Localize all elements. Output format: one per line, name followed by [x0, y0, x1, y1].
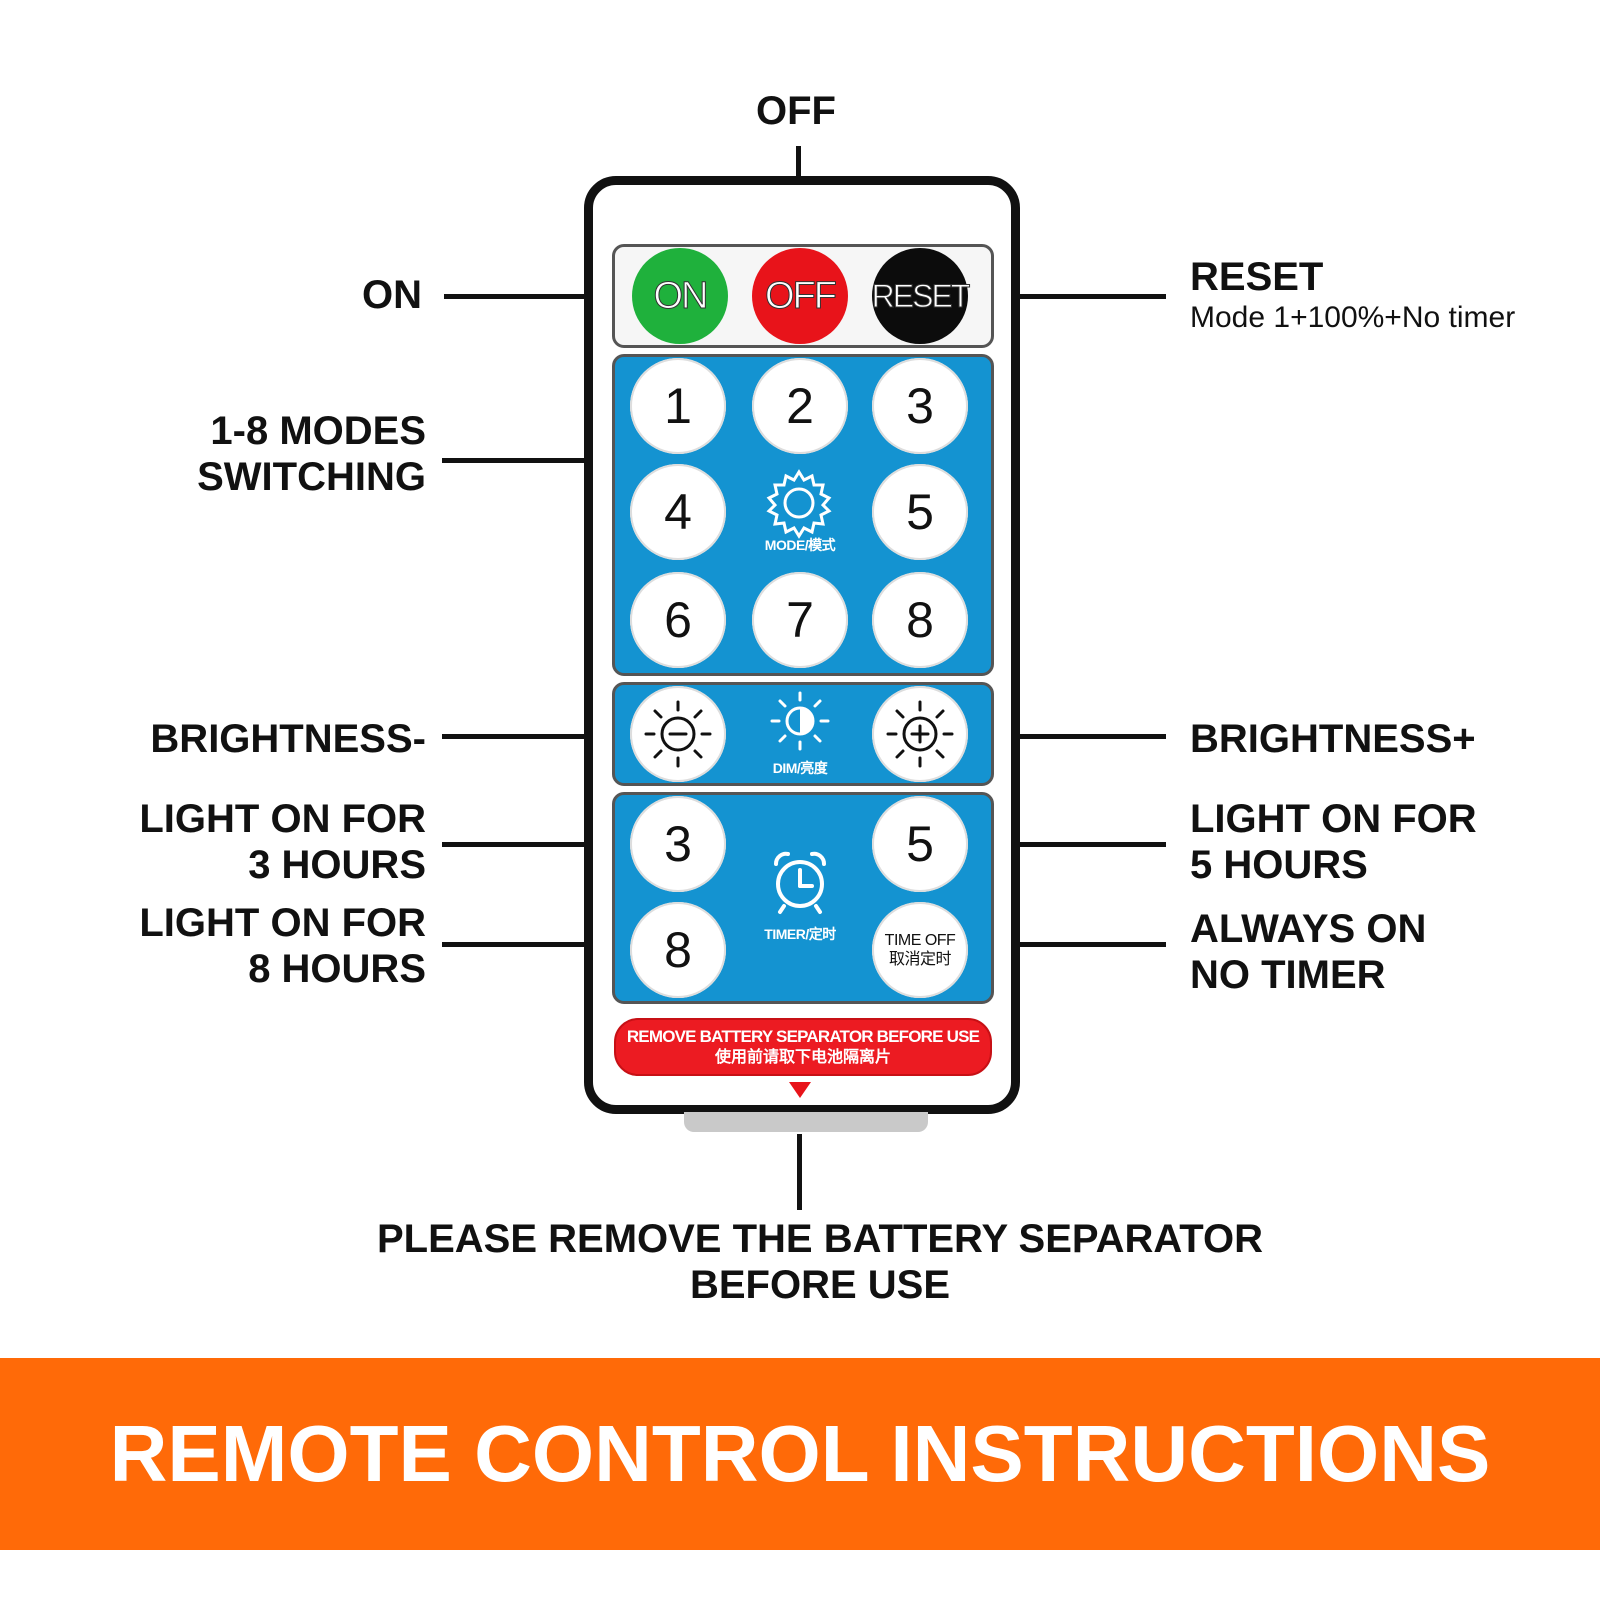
- time-off-line2: 取消定时: [888, 951, 952, 968]
- leader-separator: [797, 1134, 802, 1210]
- separator-line1: PLEASE REMOVE THE BATTERY SEPARATOR: [376, 1217, 1264, 1261]
- callout-brightness-plus: BRIGHTNESS+: [1190, 716, 1476, 762]
- callout-light8-line2: 8 HOURS: [248, 947, 426, 991]
- brightness-plus-button[interactable]: [872, 686, 968, 782]
- separator-line2: BEFORE USE: [689, 1263, 951, 1307]
- mode-button-6-label: 6: [664, 592, 692, 648]
- timer-8-button[interactable]: 8: [630, 902, 726, 998]
- timer-5-button[interactable]: 5: [872, 796, 968, 892]
- leader-light5: [990, 842, 1166, 847]
- leader-always-on: [990, 942, 1166, 947]
- time-off-button[interactable]: TIME OFF 取消定时: [872, 902, 968, 998]
- battery-warning-label: REMOVE BATTERY SEPARATOR BEFORE USE 使用前请…: [614, 1018, 992, 1076]
- leader-brightness-minus: [442, 734, 616, 739]
- callout-brightness-plus-text: BRIGHTNESS+: [1190, 717, 1476, 761]
- callout-light5-line2: 5 HOURS: [1190, 843, 1368, 887]
- off-button-label: OFF: [765, 274, 838, 317]
- gear-icon: [766, 469, 832, 539]
- mode-button-5-label: 5: [906, 484, 934, 540]
- timer-label: TIMER/定时: [764, 926, 836, 942]
- mode-label: MODE/模式: [764, 537, 836, 553]
- mode-button-2[interactable]: 2: [752, 358, 848, 454]
- callout-reset-title: RESET: [1190, 255, 1324, 299]
- dim-label: DIM/亮度: [772, 760, 828, 776]
- callout-always-line1: ALWAYS ON: [1190, 907, 1427, 951]
- sun-plus-icon: [886, 700, 954, 768]
- callout-light8: LIGHT ON FOR 8 HOURS: [139, 900, 426, 992]
- timer-3-button[interactable]: 3: [630, 796, 726, 892]
- callout-off-text: OFF: [756, 89, 836, 133]
- callout-brightness-minus: BRIGHTNESS-: [150, 716, 426, 762]
- mode-button-5[interactable]: 5: [872, 464, 968, 560]
- warning-line2: 使用前请取下电池隔离片: [714, 1049, 891, 1066]
- callout-light3-line2: 3 HOURS: [248, 843, 426, 887]
- callout-modes-line1: 1-8 MODES: [210, 409, 426, 453]
- timer-5-label: 5: [906, 816, 934, 872]
- leader-light8: [442, 942, 616, 947]
- callout-on-text: ON: [362, 273, 422, 317]
- timer-8-label: 8: [664, 922, 692, 978]
- mode-button-7[interactable]: 7: [752, 572, 848, 668]
- battery-separator-tab: [684, 1112, 928, 1132]
- leader-reset: [990, 294, 1166, 299]
- callout-off: OFF: [756, 88, 836, 134]
- leader-modes: [442, 458, 616, 463]
- callout-light5-line1: LIGHT ON FOR: [1190, 797, 1477, 841]
- callout-brightness-minus-text: BRIGHTNESS-: [150, 717, 426, 761]
- timer-3-label: 3: [664, 816, 692, 872]
- half-sun-icon: [770, 691, 830, 751]
- separator-instruction: PLEASE REMOVE THE BATTERY SEPARATOR BEFO…: [0, 1216, 1600, 1308]
- alarm-clock-icon: [774, 851, 826, 914]
- callout-modes-line2: SWITCHING: [197, 455, 426, 499]
- mode-button-6[interactable]: 6: [630, 572, 726, 668]
- mode-button-1-label: 1: [664, 378, 692, 434]
- reset-button-label: RESET: [871, 277, 971, 314]
- mode-button-8-label: 8: [906, 592, 934, 648]
- off-button[interactable]: OFF: [752, 248, 848, 344]
- title-banner: REMOTE CONTROL INSTRUCTIONS: [0, 1358, 1600, 1550]
- mode-button-4-label: 4: [664, 484, 692, 540]
- mode-button-3-label: 3: [906, 378, 934, 434]
- callout-on: ON: [362, 272, 422, 318]
- mode-button-2-label: 2: [786, 378, 814, 434]
- mode-button-1[interactable]: 1: [630, 358, 726, 454]
- leader-light3: [442, 842, 616, 847]
- mode-button-8[interactable]: 8: [872, 572, 968, 668]
- callout-modes: 1-8 MODES SWITCHING: [197, 408, 426, 500]
- reset-button[interactable]: RESET: [871, 248, 971, 344]
- callout-always-line2: NO TIMER: [1190, 953, 1386, 997]
- brightness-minus-button[interactable]: [630, 686, 726, 782]
- leader-on: [444, 294, 616, 299]
- callout-light3-line1: LIGHT ON FOR: [139, 797, 426, 841]
- mode-button-7-label: 7: [786, 592, 814, 648]
- mode-button-4[interactable]: 4: [630, 464, 726, 560]
- callout-light5: LIGHT ON FOR 5 HOURS: [1190, 796, 1477, 888]
- warning-line1: REMOVE BATTERY SEPARATOR BEFORE USE: [626, 1027, 980, 1046]
- down-arrow-icon: [789, 1082, 811, 1098]
- callout-reset-sub: Mode 1+100%+No timer: [1190, 301, 1516, 334]
- time-off-line1: TIME OFF: [884, 932, 956, 949]
- on-button-label: ON: [653, 274, 709, 317]
- on-button[interactable]: ON: [632, 248, 728, 344]
- callout-reset: RESET Mode 1+100%+No timer: [1190, 254, 1515, 336]
- callout-light8-line1: LIGHT ON FOR: [139, 901, 426, 945]
- callout-light3: LIGHT ON FOR 3 HOURS: [139, 796, 426, 888]
- mode-button-3[interactable]: 3: [872, 358, 968, 454]
- callout-always-on: ALWAYS ON NO TIMER: [1190, 906, 1426, 998]
- sun-minus-icon: [644, 700, 712, 768]
- leader-brightness-plus: [990, 734, 1166, 739]
- banner-title: REMOTE CONTROL INSTRUCTIONS: [109, 1409, 1491, 1498]
